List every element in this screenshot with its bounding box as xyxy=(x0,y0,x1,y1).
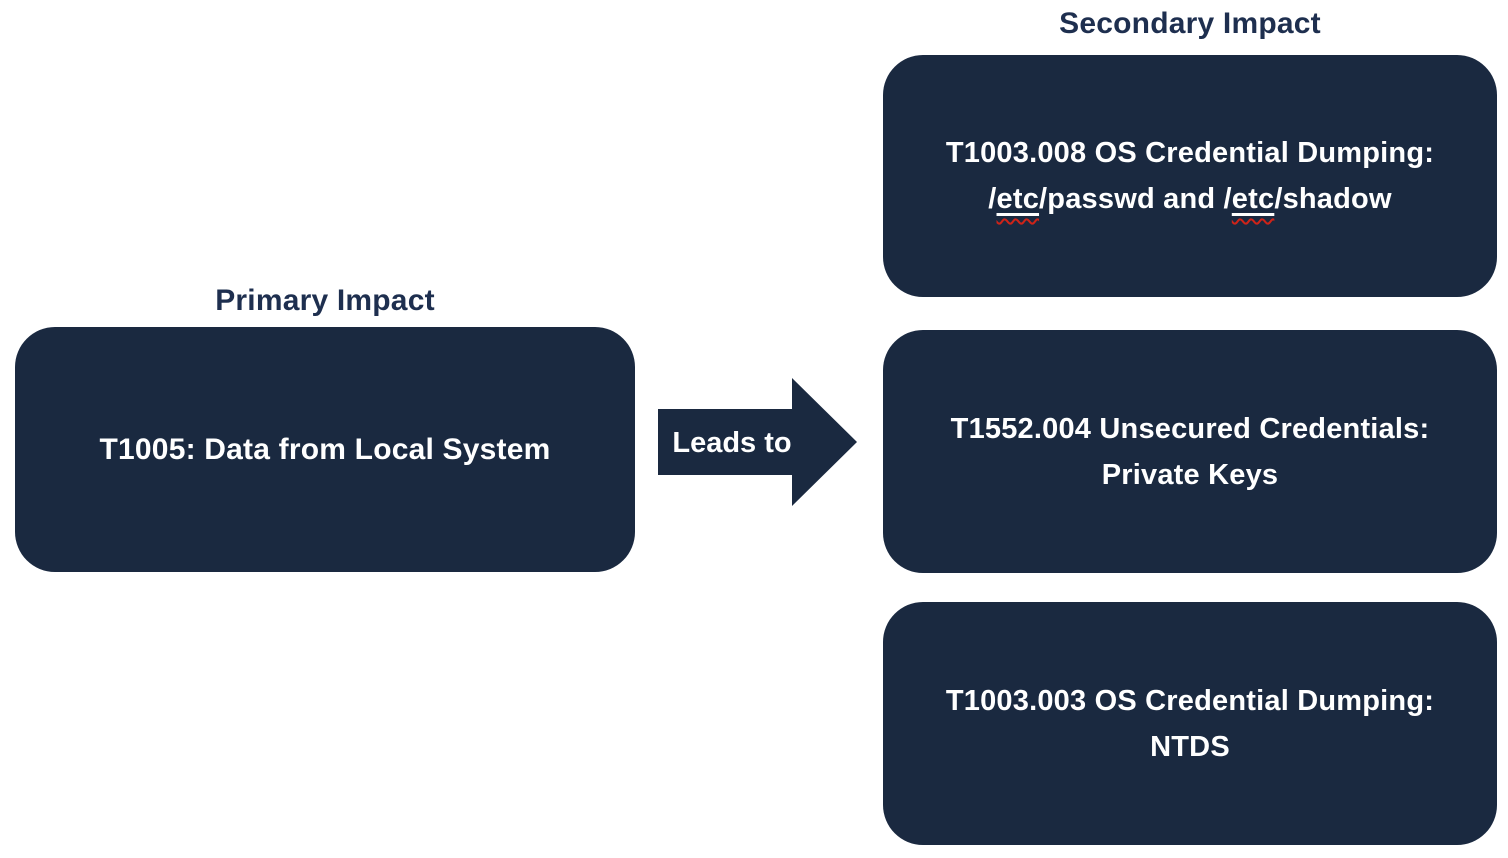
text-segment: /shadow xyxy=(1274,183,1392,215)
misspelled-word-wrap: etc xyxy=(1232,183,1275,215)
misspelled-word-etc: etc xyxy=(1231,183,1275,215)
box-text-line1: T1552.004 Unsecured Credentials: xyxy=(950,412,1430,445)
secondary-impact-title: Secondary Impact xyxy=(1059,7,1321,40)
misspelled-word-wrap: etc xyxy=(997,183,1040,215)
secondary-box-os-credential-dumping-passwd-shadow: T1003.008 OS Credential Dumping: /etc/pa… xyxy=(883,55,1497,297)
misspelled-word-etc: etc xyxy=(996,183,1040,215)
text-segment: / xyxy=(988,183,997,215)
text-segment: /passwd and / xyxy=(1039,183,1232,215)
secondary-box-unsecured-credentials-private-keys: T1552.004 Unsecured Credentials: Private… xyxy=(883,330,1497,573)
box-text-line2: Private Keys xyxy=(1101,458,1279,491)
primary-box-text: T1005: Data from Local System xyxy=(99,432,551,466)
box-text-line1: T1003.008 OS Credential Dumping: xyxy=(945,137,1435,169)
box-text-line2: NTDS xyxy=(1150,730,1230,763)
primary-impact-title: Primary Impact xyxy=(215,284,435,317)
secondary-box-os-credential-dumping-ntds: T1003.003 OS Credential Dumping: NTDS xyxy=(883,602,1497,845)
leads-to-arrow-icon xyxy=(658,378,857,506)
box-text-line1: T1003.003 OS Credential Dumping: xyxy=(945,684,1435,717)
primary-impact-box: T1005: Data from Local System xyxy=(15,327,635,572)
box-text-line2: /etc/passwd and /etc/shadow xyxy=(988,176,1391,222)
leads-to-label: Leads to xyxy=(672,426,792,459)
